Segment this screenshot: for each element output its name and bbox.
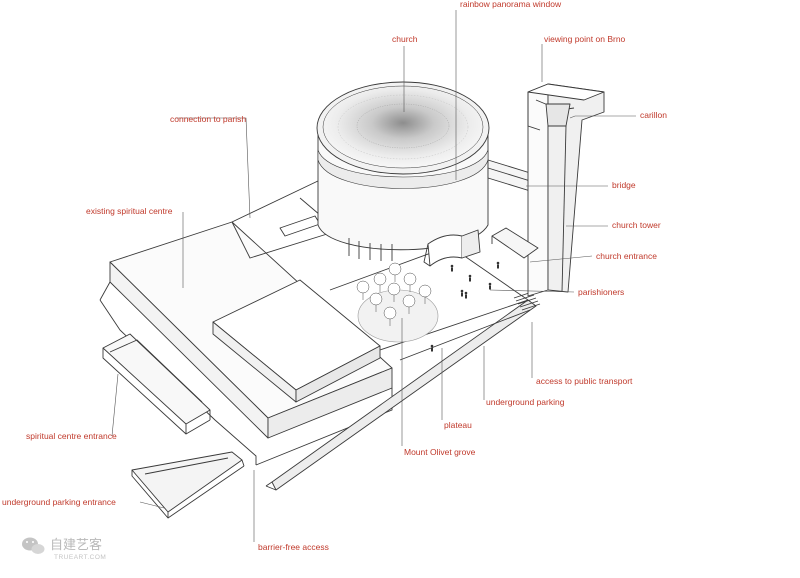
label-carillon: carillon <box>640 110 667 120</box>
tree <box>373 272 387 292</box>
label-church: church <box>392 34 418 44</box>
person <box>488 282 492 290</box>
wechat-icon <box>22 537 45 554</box>
label-connection-to-parish: connection to parish <box>170 114 246 124</box>
label-barrier-free-access: barrier-free access <box>258 542 329 552</box>
label-existing-spiritual-centre: existing spiritual centre <box>86 206 173 216</box>
label-mount-olivet-grove: Mount Olivet grove <box>404 447 476 457</box>
person <box>430 344 434 352</box>
label-church-tower: church tower <box>612 220 661 230</box>
tree <box>369 292 383 312</box>
person <box>496 261 500 269</box>
label-parishioners: parishioners <box>578 287 624 297</box>
mount-olivet-trees <box>356 262 432 326</box>
tree <box>388 262 402 282</box>
person <box>460 289 464 297</box>
person <box>468 274 472 282</box>
podium <box>99 281 393 466</box>
label-underground-parking-entrance: underground parking entrance <box>2 497 116 507</box>
leader-lines <box>111 10 636 542</box>
parishioner-figures <box>430 261 500 352</box>
label-underground-parking: underground parking <box>486 397 565 407</box>
label-church-entrance: church entrance <box>596 251 657 261</box>
tree <box>418 284 432 304</box>
label-rainbow-window: rainbow panorama window <box>460 0 562 9</box>
church-tower <box>491 83 605 297</box>
tree <box>383 306 397 326</box>
spiritual-centre-entrance-ramp <box>102 333 211 435</box>
person <box>450 264 454 272</box>
plateau <box>265 245 537 491</box>
watermark-cn: 自建艺客 <box>50 537 102 553</box>
inner-block <box>212 279 381 403</box>
label-plateau: plateau <box>444 420 472 430</box>
label-spiritual-centre-entrance: spiritual centre entrance <box>26 431 117 441</box>
label-bridge: bridge <box>612 180 636 190</box>
tree <box>356 280 370 300</box>
church-roof <box>316 81 490 175</box>
labels: rainbow panorama window church viewing p… <box>2 0 667 552</box>
tree <box>387 282 401 302</box>
tree <box>403 272 417 292</box>
watermark-en: TRUEART.COM <box>54 554 106 561</box>
label-public-transport: access to public transport <box>536 376 633 386</box>
church-entrance-wall <box>423 229 481 267</box>
tree <box>402 294 416 314</box>
watermark: 自建艺客 TRUEART.COM <box>22 537 106 561</box>
person <box>464 291 468 299</box>
parking-entrance-ramp <box>131 451 245 519</box>
label-viewing-point: viewing point on Brno <box>544 34 626 44</box>
